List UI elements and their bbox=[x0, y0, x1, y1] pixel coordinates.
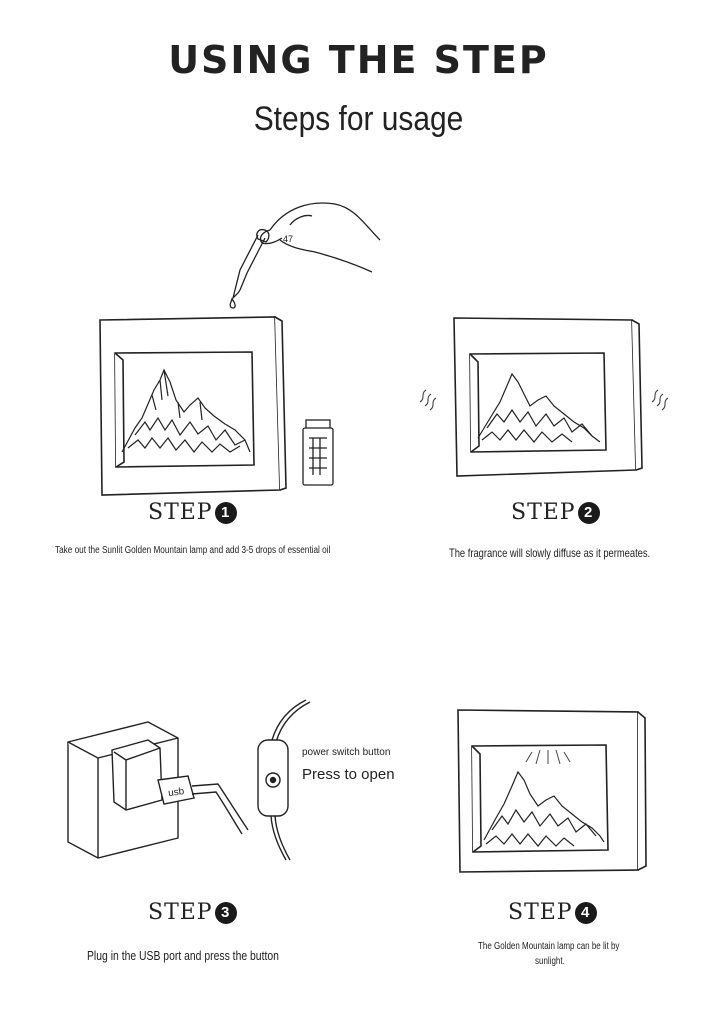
lamp-frame-icon bbox=[453, 317, 643, 477]
step4-caption-line1: The Golden Mountain lamp can be lit by bbox=[478, 941, 620, 952]
step1-illustration: 47 bbox=[90, 190, 381, 500]
lamp-frame-icon bbox=[99, 316, 287, 496]
step2-illustration bbox=[412, 310, 682, 500]
step-number-badge: 2 bbox=[577, 501, 600, 524]
dropper-label: 47 bbox=[283, 234, 293, 244]
mountain-icon bbox=[477, 372, 601, 443]
page-subtitle: Steps for usage bbox=[253, 100, 464, 138]
step1-label: STEP 1 bbox=[148, 500, 237, 525]
step4-drawing bbox=[457, 709, 647, 873]
step2-label: STEP 2 bbox=[511, 500, 600, 525]
step-word: STEP bbox=[148, 900, 213, 925]
hand-dropper-icon: 47 bbox=[229, 202, 381, 309]
aroma-wave-icon-right bbox=[651, 389, 669, 411]
step3-drawing: usb bbox=[67, 699, 311, 861]
step3-illustration: usb bbox=[60, 699, 400, 870]
step4-illustration bbox=[450, 700, 650, 880]
switch-callout-label: power switch button bbox=[302, 747, 391, 758]
mountain-icon bbox=[483, 770, 605, 847]
mountain-icon bbox=[121, 368, 251, 453]
step-word: STEP bbox=[511, 500, 576, 525]
press-to-open-label: Press to open bbox=[302, 766, 395, 783]
step-number-badge: 3 bbox=[214, 901, 237, 924]
usb-label: usb bbox=[167, 786, 185, 799]
step3-label: STEP 3 bbox=[148, 900, 237, 925]
essential-oil-bottle-icon bbox=[302, 419, 334, 486]
step-number-badge: 4 bbox=[574, 901, 597, 924]
step-number-badge: 1 bbox=[214, 501, 237, 524]
step4-caption-line2: sunlight. bbox=[535, 956, 565, 967]
step1-caption: Take out the Sunlit Golden Mountain lamp… bbox=[55, 545, 331, 556]
aroma-wave-icon bbox=[419, 389, 437, 411]
step4-label: STEP 4 bbox=[508, 900, 597, 925]
step2-caption: The fragrance will slowly diffuse as it … bbox=[449, 546, 651, 560]
lamp-frame-icon bbox=[457, 709, 647, 873]
step2-drawing bbox=[419, 317, 669, 477]
step3-caption: Plug in the USB port and press the butto… bbox=[87, 948, 279, 963]
step-word: STEP bbox=[508, 900, 573, 925]
usb-adapter-icon: usb bbox=[111, 739, 249, 835]
step-word: STEP bbox=[148, 500, 213, 525]
cable-switch-icon bbox=[257, 699, 311, 861]
light-rays-icon bbox=[525, 749, 571, 765]
step1-drawing: 47 bbox=[99, 202, 381, 496]
page-title: USING THE STEP bbox=[168, 38, 549, 82]
